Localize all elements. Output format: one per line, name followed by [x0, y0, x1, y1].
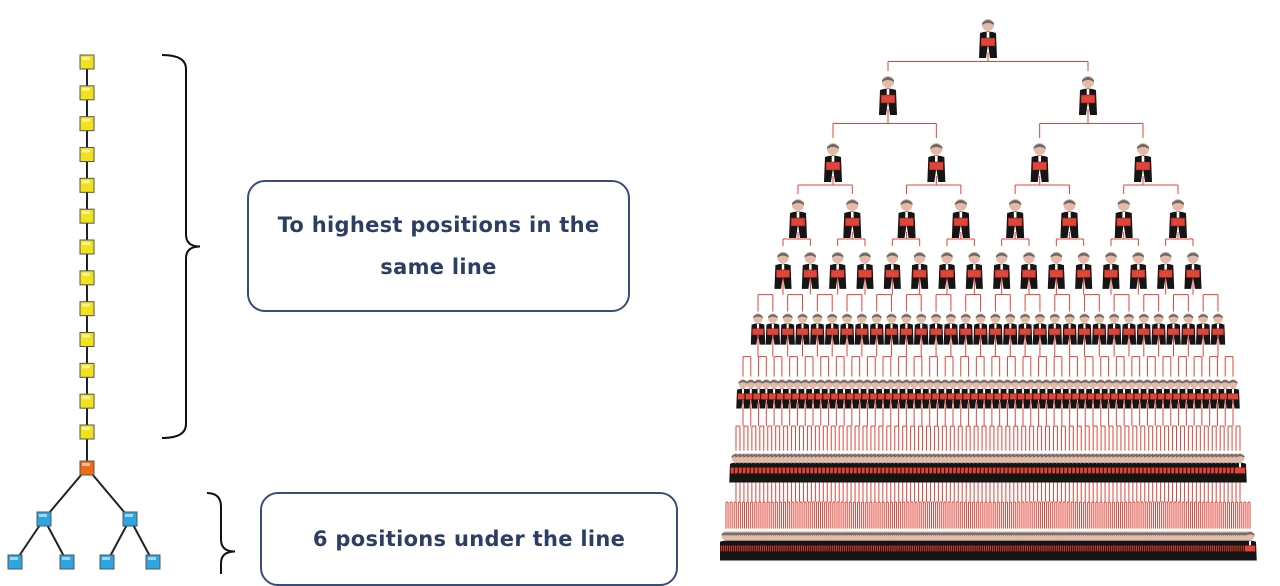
businessman-icon [789, 199, 807, 238]
businessman-icon [1060, 199, 1079, 238]
businessman-icon [1032, 313, 1048, 345]
businessman-icon [1077, 313, 1092, 345]
businessman-icon [1092, 313, 1107, 345]
downline-callout: 6 positions under the line [260, 492, 678, 586]
businessman-icon [869, 313, 884, 345]
businessman-icon [1079, 76, 1097, 115]
tree-connector [43, 467, 88, 520]
businessman-icon [1003, 313, 1018, 345]
businessman-icon [1062, 313, 1077, 345]
upline-node-icon [79, 332, 95, 347]
businessman-icon [1121, 313, 1137, 345]
businessman-icon [780, 313, 795, 345]
businessman-icon [795, 313, 810, 345]
businessman-icon [914, 313, 929, 345]
businessman-icon [899, 313, 914, 345]
businessman-icon [1129, 251, 1147, 289]
businessman-icon [988, 313, 1003, 345]
businessman-icon [839, 313, 855, 345]
businessman-icon [1134, 143, 1152, 182]
organization-pyramid [720, 19, 1257, 561]
upline-node-icon [79, 116, 95, 132]
upline-brace [161, 54, 201, 439]
downline-node-icon [145, 554, 161, 570]
businessman-icon [1169, 199, 1187, 238]
downline-brace [206, 492, 236, 574]
businessman-icon [1047, 313, 1062, 345]
businessman-icon [1210, 313, 1226, 345]
businessman-icon [774, 251, 792, 289]
businessman-icon [1195, 313, 1211, 345]
upline-node-icon [79, 239, 95, 255]
businessman-icon [1184, 251, 1202, 289]
businessman-icon [958, 313, 973, 345]
businessman-icon [1226, 379, 1240, 409]
downline-node-icon [7, 554, 23, 570]
upline-callout: To highest positions in the same line [247, 180, 630, 312]
downline-callout-text: 6 positions under the line [312, 527, 626, 551]
businessman-icon [879, 76, 897, 115]
businessman-icon [883, 251, 901, 289]
upline-node-icon [79, 270, 95, 286]
businessman-icon [765, 313, 781, 345]
upline-node-icon [79, 208, 95, 224]
downline-node-icon [122, 511, 138, 527]
businessman-icon [824, 143, 842, 182]
businessman-icon [810, 313, 825, 345]
upline-node-icon [79, 54, 95, 70]
businessman-icon [943, 313, 959, 345]
businessman-icon [927, 143, 946, 182]
upline-node-icon [79, 362, 95, 378]
downline-node-icon [36, 511, 52, 527]
businessman-icon [1136, 313, 1152, 345]
businessman-icon [1020, 251, 1038, 289]
businessman-icon [979, 19, 997, 58]
businessman-icon [750, 313, 766, 345]
upline-node-icon [79, 85, 95, 101]
businessman-icon [1017, 313, 1033, 345]
downline-node-icon [99, 554, 115, 570]
businessman-icon [897, 199, 916, 238]
businessman-icon [856, 251, 874, 289]
businessman-icon [1166, 313, 1181, 345]
businessman-icon [1075, 251, 1093, 289]
businessman-icon [824, 313, 840, 345]
businessman-icon [884, 313, 899, 345]
businessman-icon [951, 199, 970, 238]
businessman-icon [938, 251, 956, 289]
upline-node-icon [79, 147, 95, 162]
businessman-icon [1151, 313, 1166, 345]
businessman-icon [854, 313, 870, 345]
businessman-icon [1233, 453, 1247, 483]
businessman-icon [1157, 251, 1175, 289]
position-diagram [7, 54, 236, 574]
businessman-icon [1006, 199, 1025, 238]
businessman-icon [1106, 313, 1122, 345]
downline-node-icon [59, 554, 75, 570]
businessman-icon [1181, 313, 1196, 345]
businessman-icon [1047, 251, 1065, 289]
upline-node-icon [79, 301, 95, 317]
businessman-icon [993, 251, 1011, 289]
upline-node-icon [79, 393, 95, 409]
businessman-icon [928, 313, 944, 345]
businessman-icon [973, 313, 988, 345]
current-position-node-icon [79, 460, 95, 476]
businessman-icon [1030, 143, 1049, 182]
businessman-icon [911, 251, 929, 289]
businessman-icon [1102, 251, 1120, 289]
tree-connector [86, 467, 131, 520]
upline-node-icon [79, 424, 95, 440]
businessman-icon [965, 251, 983, 289]
upline-node-icon [79, 177, 95, 193]
businessman-icon [1243, 531, 1257, 561]
businessman-icon [801, 251, 819, 289]
upline-callout-text: To highest positions in the same line [277, 213, 600, 279]
businessman-icon [843, 199, 862, 238]
businessman-icon [1114, 199, 1133, 238]
businessman-icon [829, 251, 847, 289]
